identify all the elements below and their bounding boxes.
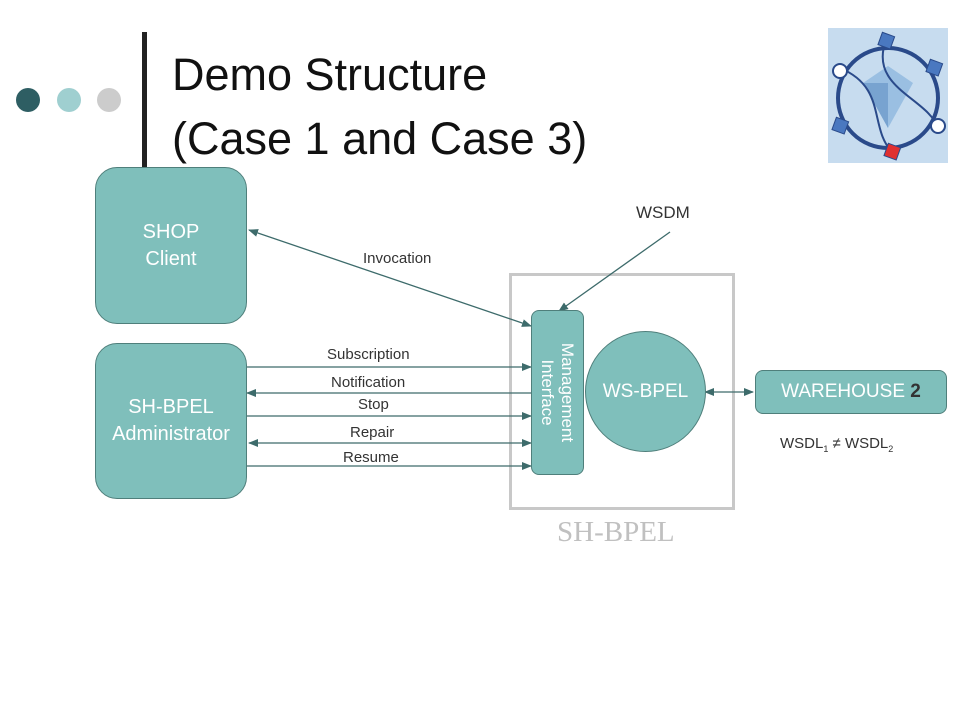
title-accent-bar (142, 32, 147, 172)
management-interface-line1: Management (558, 342, 578, 443)
repair-label: Repair (350, 424, 395, 441)
administrator-line2: Administrator (112, 423, 230, 445)
ws-bpel-label: WS-BPEL (602, 380, 689, 402)
decor-dot-light (57, 88, 81, 112)
ws-bpel-circle: WS-BPEL (585, 331, 706, 452)
administrator-box: SH-BPEL Administrator (95, 343, 247, 499)
administrator-line1: SH-BPEL (128, 396, 214, 418)
slide-title-line2: (Case 1 and Case 3) (172, 113, 588, 164)
shop-client-line1: SHOP (142, 220, 200, 243)
management-interface-line2: Interface (538, 359, 558, 426)
warehouse-box: WAREHOUSE 2 (755, 370, 947, 414)
sh-bpel-caption: SH-BPEL (557, 516, 675, 548)
wsdm-arrow (558, 231, 671, 312)
wsdl-right: WSDL (844, 435, 889, 452)
diamond-network-logo (828, 28, 948, 163)
decor-dot-gray (97, 88, 121, 112)
diamond-network-icon (831, 31, 946, 161)
invocation-arrow (248, 229, 532, 327)
management-interface-box: Management Interface (531, 310, 584, 475)
wsdl-left: WSDL (780, 435, 824, 452)
wsdl-left-sub: 1 (823, 444, 829, 454)
shop-client-line2: Client (145, 247, 197, 270)
decor-dot-dark (16, 88, 40, 112)
wsdl-operator: ≠ (828, 435, 845, 452)
stop-label: Stop (358, 396, 389, 413)
slide-title-line1: Demo Structure (172, 49, 488, 100)
notification-label: Notification (331, 374, 406, 391)
subscription-label: Subscription (327, 346, 410, 363)
wsdl-right-sub: 2 (888, 444, 894, 454)
warehouse-number: 2 (910, 381, 921, 402)
invocation-label: Invocation (363, 250, 432, 267)
shop-client-box: SHOP Client (95, 167, 247, 324)
wsdm-label: WSDM (636, 203, 690, 222)
resume-label: Resume (343, 449, 399, 466)
wsdl-note: WSDL1 ≠ WSDL2 (780, 435, 893, 454)
warehouse-name: WAREHOUSE (781, 381, 905, 402)
